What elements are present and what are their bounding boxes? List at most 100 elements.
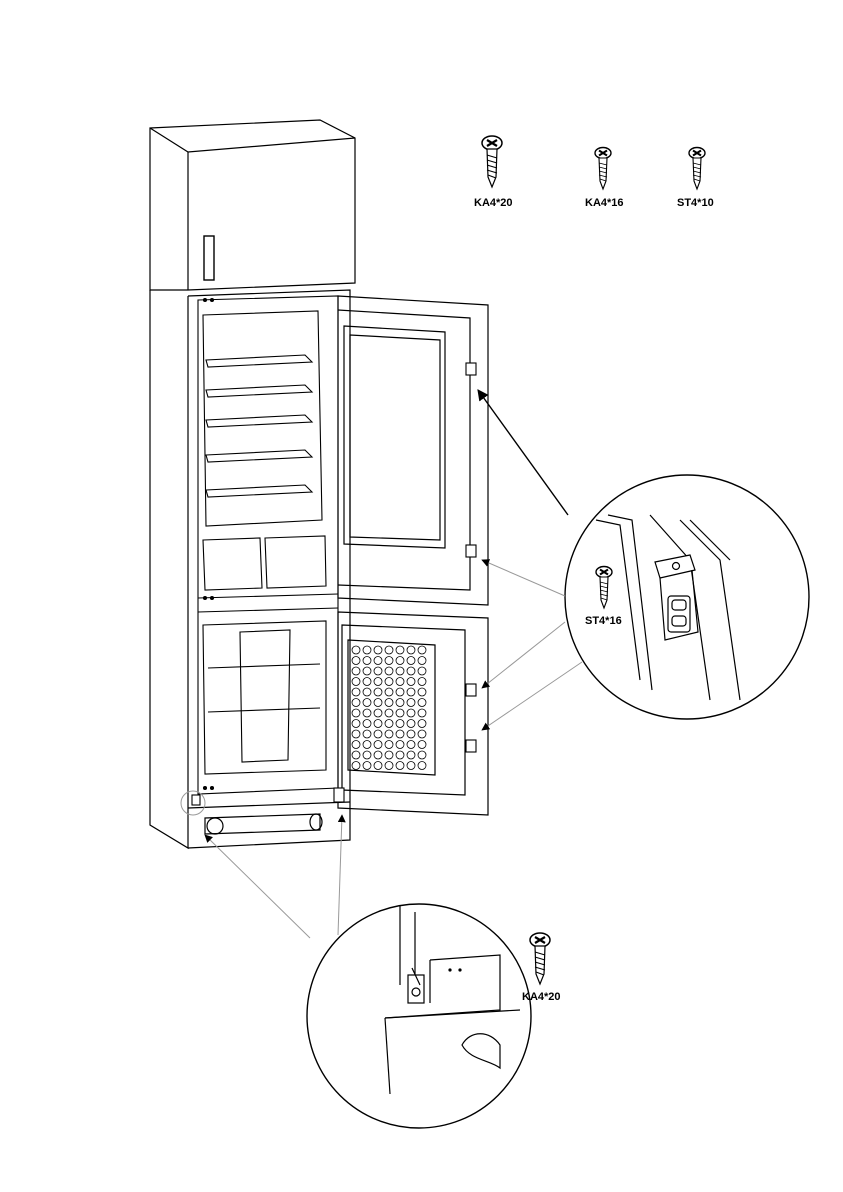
cabinet xyxy=(150,120,355,848)
grid-cell xyxy=(363,688,371,696)
grid-cell xyxy=(396,751,404,759)
lower-door xyxy=(338,612,488,815)
grid-cell xyxy=(363,646,371,654)
grid-cell xyxy=(374,678,382,686)
grid-cell xyxy=(396,688,404,696)
grid-cell xyxy=(385,762,393,770)
grid-cell xyxy=(407,741,415,749)
grid-cell xyxy=(407,730,415,738)
grid-cell xyxy=(407,678,415,686)
fridge-body xyxy=(198,296,338,794)
door-hinges xyxy=(192,363,476,805)
grid-cell xyxy=(418,688,426,696)
grid-cell xyxy=(407,667,415,675)
screw-label: KA4*16 xyxy=(585,197,624,209)
grid-cell xyxy=(385,699,393,707)
grid-cell xyxy=(418,699,426,707)
grid-cell xyxy=(352,741,360,749)
grid-cell xyxy=(418,741,426,749)
screw-ka4-16-top: KA4*16 xyxy=(585,148,624,210)
grid-cell xyxy=(352,667,360,675)
grid-cell xyxy=(396,709,404,717)
screw-label: KA4*20 xyxy=(474,197,513,209)
grid-cell xyxy=(352,646,360,654)
grid-cell xyxy=(352,720,360,728)
screw-label: ST4*16 xyxy=(585,615,622,627)
grid-cell xyxy=(374,720,382,728)
grid-cell xyxy=(396,741,404,749)
plinth-detail-circle: KA4*20 xyxy=(307,904,561,1128)
grid-cell xyxy=(396,646,404,654)
upper-door xyxy=(338,296,488,605)
grid-cell xyxy=(363,657,371,665)
grid-cell xyxy=(363,751,371,759)
grid-cell xyxy=(363,678,371,686)
grid-cell xyxy=(363,709,371,717)
grid-cell xyxy=(374,657,382,665)
grid-cell xyxy=(407,657,415,665)
grid-cell xyxy=(385,709,393,717)
grid-cell xyxy=(407,699,415,707)
grid-cell xyxy=(374,688,382,696)
screw-label: ST4*10 xyxy=(677,197,714,209)
grid-cell xyxy=(418,678,426,686)
grid-cell xyxy=(363,762,371,770)
screw-ka4-20-top: KA4*20 xyxy=(474,136,513,209)
grid-cell xyxy=(396,730,404,738)
screw-st4-10-top: ST4*10 xyxy=(677,148,714,210)
grid-cell xyxy=(385,657,393,665)
grid-cell xyxy=(385,688,393,696)
grid-cell xyxy=(363,720,371,728)
grid-cell xyxy=(374,709,382,717)
grid-cell xyxy=(374,730,382,738)
grid-cell xyxy=(396,657,404,665)
grid-cell xyxy=(374,741,382,749)
grid-cell xyxy=(396,720,404,728)
grid-cell xyxy=(418,709,426,717)
grid-cell xyxy=(385,741,393,749)
freezer-door-grid xyxy=(352,646,426,770)
grid-cell xyxy=(374,667,382,675)
leader-lines xyxy=(181,390,582,938)
grid-cell xyxy=(374,699,382,707)
grid-cell xyxy=(352,709,360,717)
grid-cell xyxy=(418,762,426,770)
grid-cell xyxy=(418,751,426,759)
grid-cell xyxy=(385,720,393,728)
grid-cell xyxy=(407,762,415,770)
grid-cell xyxy=(352,688,360,696)
grid-cell xyxy=(418,720,426,728)
grid-cell xyxy=(407,688,415,696)
grid-cell xyxy=(396,699,404,707)
screw-label: KA4*20 xyxy=(522,991,561,1003)
grid-cell xyxy=(363,741,371,749)
grid-cell xyxy=(352,699,360,707)
grid-cell xyxy=(418,646,426,654)
grid-cell xyxy=(385,646,393,654)
grid-cell xyxy=(396,667,404,675)
cross-head-screw-icon xyxy=(482,136,502,187)
grid-cell xyxy=(363,667,371,675)
grid-cell xyxy=(407,751,415,759)
grid-cell xyxy=(363,699,371,707)
grid-cell xyxy=(418,730,426,738)
grid-cell xyxy=(352,762,360,770)
grid-cell xyxy=(352,751,360,759)
grid-cell xyxy=(385,667,393,675)
hinge-detail-circle: ST4*16 xyxy=(565,475,809,719)
cross-head-screw-icon xyxy=(595,148,611,190)
grid-cell xyxy=(352,657,360,665)
grid-cell xyxy=(407,709,415,717)
grid-cell xyxy=(374,762,382,770)
grid-cell xyxy=(352,678,360,686)
grid-cell xyxy=(418,667,426,675)
grid-cell xyxy=(385,730,393,738)
grid-cell xyxy=(396,678,404,686)
grid-cell xyxy=(418,657,426,665)
grid-cell xyxy=(374,646,382,654)
grid-cell xyxy=(385,751,393,759)
grid-cell xyxy=(363,730,371,738)
grid-cell xyxy=(407,720,415,728)
grid-cell xyxy=(407,646,415,654)
